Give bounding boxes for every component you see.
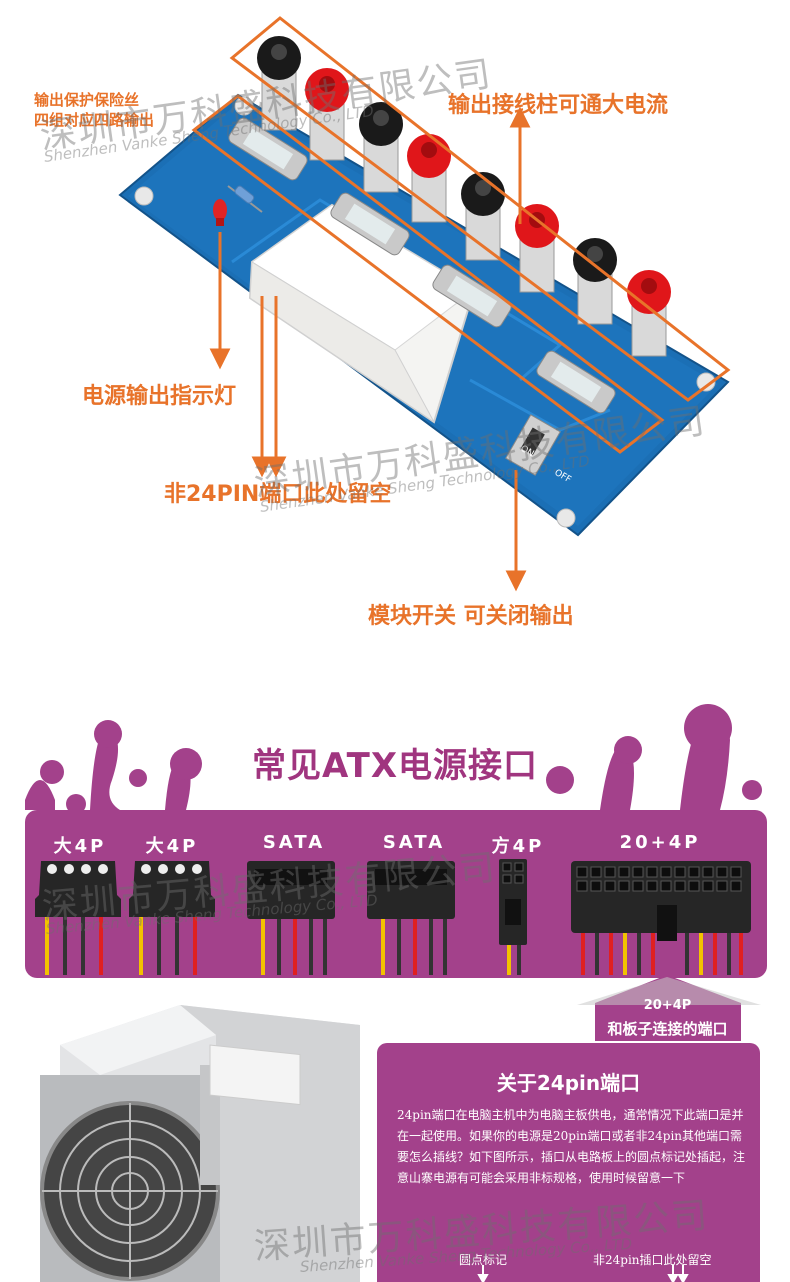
- resistor: [227, 185, 263, 213]
- module-switch: [505, 414, 561, 476]
- connector-label-24pin: 20+4P: [619, 832, 701, 853]
- sata-connector-2: [367, 861, 455, 975]
- connector-drawings: [35, 859, 751, 975]
- connector-label-square4p: 方4P: [491, 836, 545, 857]
- binding-posts-highlight: [229, 16, 731, 402]
- connector-label-molex-2: 大4P: [145, 836, 199, 857]
- power-led-indicator: [213, 199, 227, 226]
- pcb-board-illustration: ON OFF: [118, 16, 731, 592]
- switch-annotation: 模块开关 可关闭输出: [368, 604, 574, 629]
- sata-connector-1: [247, 861, 335, 975]
- arrow-label-24pin: 20+4P: [643, 998, 692, 1013]
- mount-hole: [556, 508, 576, 528]
- about-24pin-box: 关于24pin端口 24pin端口在电脑主机中为电脑主板供电，通常情况下此端口是…: [377, 1043, 760, 1282]
- mount-hole: [134, 186, 154, 206]
- connector-label-molex-1: 大4P: [53, 836, 107, 857]
- atx-24pin-cable-connector: [571, 861, 751, 975]
- binding-post-red-1: [305, 68, 349, 161]
- pin24-annotation: 非24PIN端口此处留空: [164, 482, 392, 507]
- down-arrows: [477, 1265, 689, 1282]
- about-24pin-title: 关于24pin端口: [496, 1071, 641, 1095]
- atx-interfaces-title: 常见ATX电源接口: [251, 746, 539, 786]
- fuse-holder-2: [330, 192, 410, 256]
- fuses-highlight: [191, 94, 665, 454]
- square4p-connector: [499, 859, 527, 975]
- molex-connector-1: [35, 861, 121, 975]
- binding-post-black-3: [461, 172, 505, 261]
- arrow-label-board-port: 和板子连接的端口: [607, 1020, 728, 1038]
- atx-24pin-connector: [248, 203, 476, 424]
- molex-connector-2: [129, 861, 215, 975]
- fuse-holder-3: [432, 264, 512, 328]
- power-supply-unit-image: [40, 1005, 360, 1282]
- fuse-holder-1: [228, 117, 308, 181]
- binding-post-red-3: [515, 204, 559, 293]
- binding-post-red-4: [627, 270, 671, 357]
- led-annotation: 电源输出指示灯: [82, 384, 237, 409]
- binding-post-black-4: [573, 238, 617, 325]
- about-24pin-description: 24pin端口在电脑主机中为电脑主板供电，通常情况下此端口是并在一起使用。如果你…: [397, 1108, 746, 1185]
- up-arrow-24pin: [577, 975, 761, 1041]
- annotation-arrows: [209, 106, 531, 592]
- connector-label-sata-2: SATA: [382, 832, 446, 853]
- empty-note-label: 非24pin插口此处留空: [593, 1253, 712, 1267]
- connector-label-sata-1: SATA: [262, 832, 326, 853]
- purple-drip-decoration: [25, 704, 762, 814]
- mount-hole: [696, 372, 716, 392]
- dot-mark-label: 圆点标记: [459, 1253, 508, 1267]
- binding-post-black-2: [359, 102, 403, 193]
- fuse-annotation: 输出保护保险丝 四组对应四路输出: [34, 91, 155, 129]
- fuse-holder-4: [536, 350, 616, 414]
- binding-posts-annotation: 输出接线柱可通大电流: [448, 93, 669, 118]
